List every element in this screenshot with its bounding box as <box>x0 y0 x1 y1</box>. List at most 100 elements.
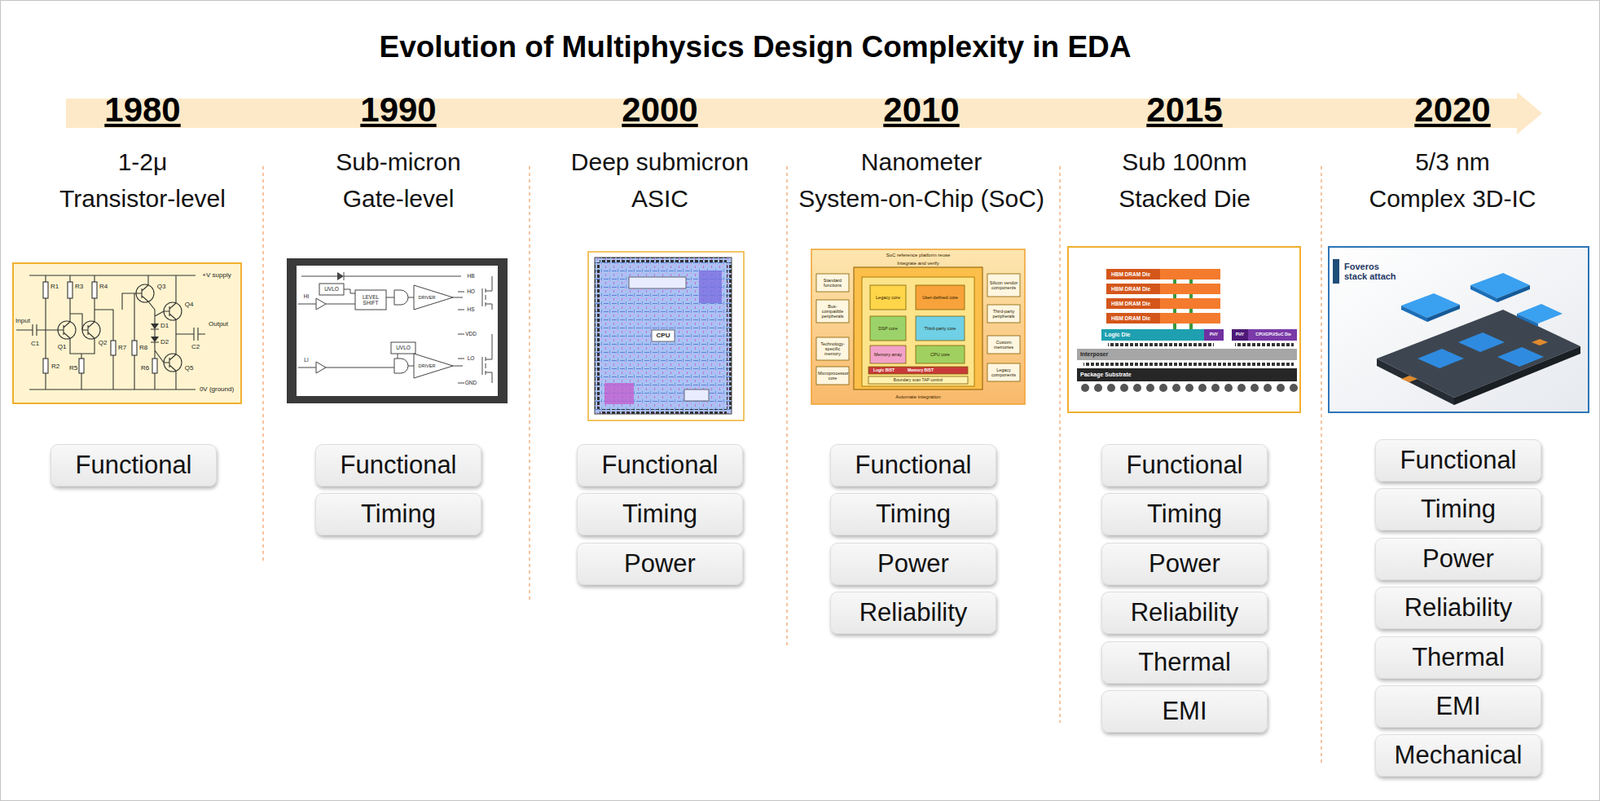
physics-tag: Reliability <box>1101 591 1268 634</box>
component-label: Q2 <box>98 339 108 348</box>
physics-tag: Functional <box>830 443 997 487</box>
physics-label: Reliability <box>1130 597 1240 628</box>
physics-label: EMI <box>1435 691 1481 721</box>
pin-label: HO <box>466 288 475 295</box>
era-label: Nanometer <box>861 148 982 176</box>
block-label: CPU core <box>918 351 963 357</box>
block-label: User-defined core <box>918 294 963 300</box>
physics-tag: Functional <box>1101 443 1268 487</box>
physics-tag: Functional <box>50 443 217 487</box>
die-label: PHY <box>1235 332 1244 338</box>
era-label: Sub 100nm <box>1121 148 1247 176</box>
year-label: 2000 <box>621 91 698 129</box>
physics-label: Timing <box>360 499 436 529</box>
physics-label: Functional <box>854 450 972 480</box>
physics-label: Functional <box>74 450 192 480</box>
block-label: Bus-compatible peripherals <box>817 303 848 319</box>
stacked-die-cross-section <box>1068 246 1301 413</box>
physics-tag: Timing <box>830 492 997 536</box>
component-label: Q5 <box>184 364 194 373</box>
era-label: Gate-level <box>342 184 455 212</box>
caption-text: Integrate and verify <box>896 260 939 267</box>
physics-label: Functional <box>1399 445 1517 475</box>
die-label: Interposer <box>1080 351 1108 358</box>
physics-tag: Functional <box>576 443 743 487</box>
block-label: DRIVER <box>418 363 436 369</box>
physics-label: Timing <box>875 499 951 529</box>
era-label: Complex 3D-IC <box>1368 184 1536 212</box>
block-label: Custom memories <box>989 339 1019 350</box>
pin-label: LEVEL SHIFT <box>358 294 383 306</box>
component-label: D1 <box>160 322 169 330</box>
transistor-schematic <box>13 263 242 404</box>
component-label: 0V (ground) <box>199 386 234 394</box>
die-label: HBM DRAM Die <box>1111 285 1151 292</box>
physics-tag: Power <box>830 542 997 585</box>
physics-tag: EMI <box>1375 685 1542 728</box>
component-label: R6 <box>140 364 150 373</box>
die-label: PHY <box>1209 332 1218 338</box>
physics-tag: Power <box>1101 542 1268 585</box>
block-label: Silicon vendor components <box>989 280 1019 291</box>
physics-label: Timing <box>1147 499 1222 529</box>
physics-tag: Power <box>1375 537 1542 581</box>
component-label: R7 <box>118 344 127 352</box>
block-label: Microprocessor core <box>817 370 848 381</box>
block-label: Legacy components <box>989 367 1019 378</box>
block-label: Logic BIST <box>873 368 895 374</box>
physics-tag: Power <box>576 542 743 585</box>
year-label: 1980 <box>104 91 181 129</box>
physics-tag: Reliability <box>1375 586 1542 629</box>
block-label: Boundary scan TAP control <box>893 378 943 383</box>
component-label: Q4 <box>184 301 194 309</box>
component-label: Input <box>15 317 31 326</box>
physics-tag: Thermal <box>1101 641 1268 684</box>
block-label: CPU <box>656 332 671 340</box>
block-label: Memory array <box>871 351 905 357</box>
pin-label: LI <box>303 356 308 363</box>
physics-tag: Functional <box>1375 439 1542 482</box>
physics-tag: Thermal <box>1375 636 1542 679</box>
era-label: Sub-micron <box>335 148 461 176</box>
block-label: DSP core <box>871 325 905 331</box>
physics-label: Power <box>624 549 696 579</box>
pin-label: HS <box>466 306 475 313</box>
physics-tag: Timing <box>576 492 743 536</box>
physics-tag: Functional <box>315 443 482 487</box>
block-label: Standard functions <box>817 277 848 288</box>
component-label: R8 <box>139 344 148 352</box>
block-label: Technology-specific memory <box>817 341 848 357</box>
physics-label: Mechanical <box>1394 740 1523 770</box>
physics-label: Power <box>1422 544 1495 574</box>
gate-level-schematic <box>286 258 508 404</box>
die-label: Package Substrate <box>1080 371 1132 379</box>
physics-label: Reliability <box>859 597 968 628</box>
component-label: R4 <box>99 283 108 291</box>
die-label: HBM DRAM Die <box>1111 300 1151 307</box>
physics-tag: Timing <box>1375 487 1542 531</box>
component-label: R5 <box>69 364 78 373</box>
era-label: Stacked Die <box>1118 184 1251 212</box>
physics-label: Timing <box>622 499 698 529</box>
component-label: C1 <box>30 340 40 348</box>
physics-label: Power <box>877 549 950 579</box>
physics-label: Functional <box>339 450 457 480</box>
pin-label: UVLO <box>395 344 411 351</box>
column-separators <box>263 166 1322 765</box>
physics-label: Timing <box>1420 494 1496 524</box>
physics-tag: EMI <box>1101 690 1268 733</box>
diagram-title: Evolution of Multiphysics Design Complex… <box>378 30 1131 65</box>
block-label: Memory BIST <box>907 368 934 374</box>
pin-label: UVLO <box>324 285 339 292</box>
physics-label: Thermal <box>1138 647 1231 677</box>
component-label: R1 <box>50 283 59 291</box>
callout-title: Foveros stack attach <box>1344 261 1400 282</box>
component-label: C2 <box>191 343 200 352</box>
physics-label: Functional <box>601 450 718 480</box>
component-label: R3 <box>74 283 84 291</box>
physics-tag: Reliability <box>830 591 997 634</box>
era-label: Transistor-level <box>59 184 226 212</box>
die-label: CPU/GPU/SoC Die <box>1255 332 1291 338</box>
